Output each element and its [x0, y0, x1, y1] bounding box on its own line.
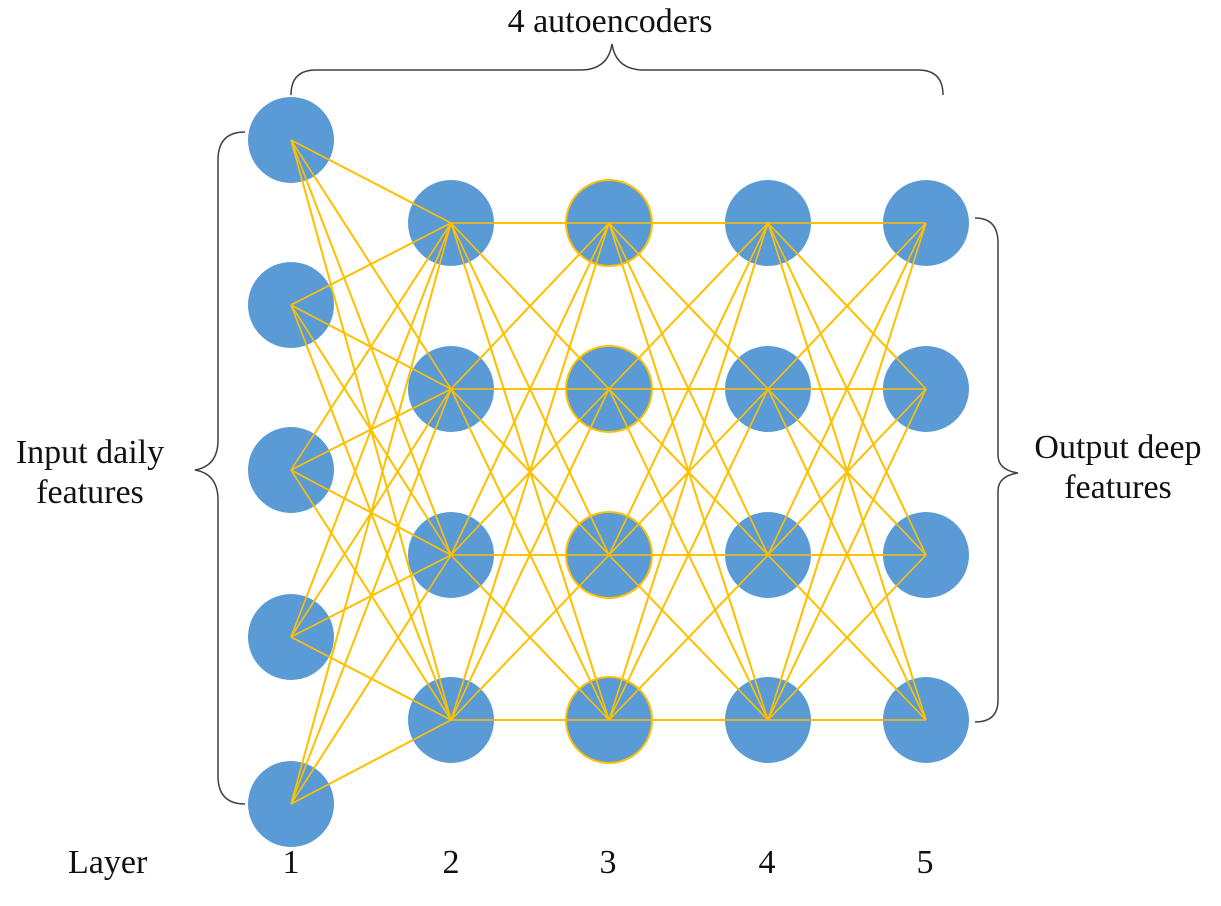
layer-axis-label: Layer: [68, 844, 148, 881]
edge-overlay-l1n5-l2n3: [290, 554, 452, 805]
edge-overlay-l2n2-l3n1: [450, 222, 610, 390]
edge-overlay-l3n4-l4n1: [608, 222, 769, 721]
edge-overlay-l1n2-l2n1: [290, 222, 452, 306]
edge-overlay-l1n3-l2n1: [290, 222, 452, 471]
output-features-label: Output deep features: [1020, 428, 1216, 508]
edge-overlay-l4n3-l5n1: [767, 222, 927, 556]
edge-overlay-l3n2-l4n1: [608, 222, 769, 390]
input-label-line-2: features: [36, 474, 144, 511]
right-output-brace: [974, 217, 1019, 723]
edge-overlay-l4n4-l5n3: [767, 554, 927, 721]
edge-overlay-l4n4-l5n2: [767, 388, 927, 721]
edge-overlay-l1n5-l2n1: [290, 222, 452, 805]
input-label-line-1: Input daily: [15, 434, 165, 471]
edge-overlay-l2n3-l3n1: [450, 222, 610, 556]
output-label-line-1: Output deep: [1034, 429, 1202, 466]
edge-overlay-l4n2-l5n1: [767, 222, 927, 390]
edge-overlay-l1n5-l2n4: [290, 719, 452, 805]
edge-overlay-l1n1-l2n1: [290, 139, 452, 224]
edge-overlay-l2n4-l3n1: [450, 222, 610, 721]
edge-overlay-l3n4-l4n2: [608, 388, 769, 721]
network-edges-overlay: [290, 139, 927, 805]
edge-overlay-l1n5-l2n2: [290, 388, 452, 805]
edge-overlay-l4n4-l5n1: [767, 222, 927, 721]
edge-overlay-l2n4-l3n3: [450, 554, 610, 721]
layer-number-5: 5: [916, 844, 934, 881]
left-input-brace: [194, 131, 246, 805]
layer-number-3: 3: [599, 844, 617, 881]
edge-overlay-l3n4-l4n3: [608, 554, 769, 721]
layer-number-4: 4: [758, 844, 776, 881]
edge-overlay-l1n4-l2n1: [290, 222, 452, 638]
brackets: [194, 43, 1019, 805]
edge-overlay-l3n3-l4n1: [608, 222, 769, 556]
input-features-label: Input daily features: [0, 433, 180, 513]
autoencoders-title: 4 autoencoders: [507, 3, 713, 40]
layer-number-2: 2: [442, 844, 460, 881]
layer-number-1: 1: [282, 844, 300, 881]
top-autoencoders-brace: [290, 43, 944, 96]
edge-overlay-l2n4-l3n2: [450, 388, 610, 721]
output-label-line-2: features: [1064, 469, 1172, 506]
